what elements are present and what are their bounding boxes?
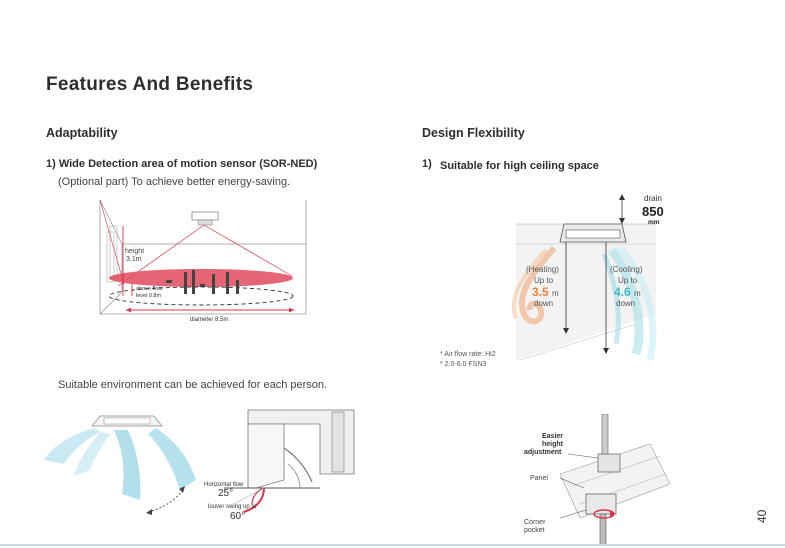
cooling-upto: Up to bbox=[618, 276, 638, 285]
heating-down: down bbox=[534, 299, 553, 308]
cooling-title: (Cooling) bbox=[610, 265, 643, 274]
environment-text: Suitable environment can be achieved for… bbox=[58, 379, 328, 391]
cooling-unit: m bbox=[634, 289, 641, 298]
heating-upto: Up to bbox=[534, 276, 554, 285]
page-title: Features And Benefits bbox=[46, 74, 254, 95]
height-adjustment-diagram: Easier height adjustment Panel Corner po… bbox=[524, 414, 670, 546]
easier-label: Easier bbox=[542, 433, 563, 440]
bottom-rule bbox=[0, 544, 785, 546]
adaptability-heading: Adaptability bbox=[46, 126, 118, 140]
angle-60-label: 60° bbox=[230, 511, 245, 522]
drain-label: drain bbox=[644, 194, 662, 203]
high-ceiling-title: Suitable for high ceiling space bbox=[440, 160, 599, 172]
horizontal-flow-label: Horizontal flow bbox=[204, 482, 244, 488]
panel-label: Panel bbox=[530, 475, 548, 482]
motion-sensor-desc: (Optional part) To achieve better energy… bbox=[58, 176, 291, 188]
motion-sensor-title: 1) Wide Detection area of motion sensor … bbox=[46, 158, 318, 170]
high-ceiling-diagram: drain 850 mm (Heating) Up to 3.5 m down … bbox=[511, 194, 664, 361]
heating-title: (Heating) bbox=[526, 265, 559, 274]
angle-25-label: 25° bbox=[218, 488, 233, 499]
height-label: height bbox=[125, 248, 144, 255]
airflow-diagram bbox=[44, 415, 196, 515]
adjustment-label: adjustment bbox=[524, 449, 562, 456]
corner-label: Corner bbox=[524, 519, 546, 526]
height-word-label: height bbox=[542, 441, 564, 448]
louver-swing-label: louver swing up to bbox=[208, 504, 257, 510]
diameter-label: diameter 8.5m bbox=[190, 317, 228, 323]
airflow-note-2: * 2.0-6.0 FSN3 bbox=[440, 361, 487, 368]
drain-unit: mm bbox=[648, 219, 660, 226]
page-number: 40 bbox=[755, 509, 769, 523]
drain-value: 850 bbox=[642, 204, 664, 219]
heating-unit: m bbox=[552, 289, 559, 298]
cooling-down: down bbox=[616, 299, 635, 308]
airflow-note-1: * Air flow rate: Hi2 bbox=[440, 351, 496, 358]
heating-value: 3.5 bbox=[532, 285, 549, 299]
height-value: 3.1m bbox=[126, 256, 142, 263]
high-ceiling-number: 1) bbox=[422, 158, 432, 170]
design-flexibility-heading: Design Flexibility bbox=[422, 126, 525, 140]
above-floor-label: above floor bbox=[136, 286, 163, 292]
motion-sensor-diagram: height 3.1m above floor level 0.8m diame… bbox=[99, 199, 307, 323]
pocket-label: pocket bbox=[524, 527, 545, 534]
louver-diagram: Horizontal flow 25° louver swing up to 6… bbox=[204, 409, 355, 522]
level-label: level 0.8m bbox=[136, 293, 161, 299]
cooling-value: 4.6 bbox=[614, 285, 631, 299]
